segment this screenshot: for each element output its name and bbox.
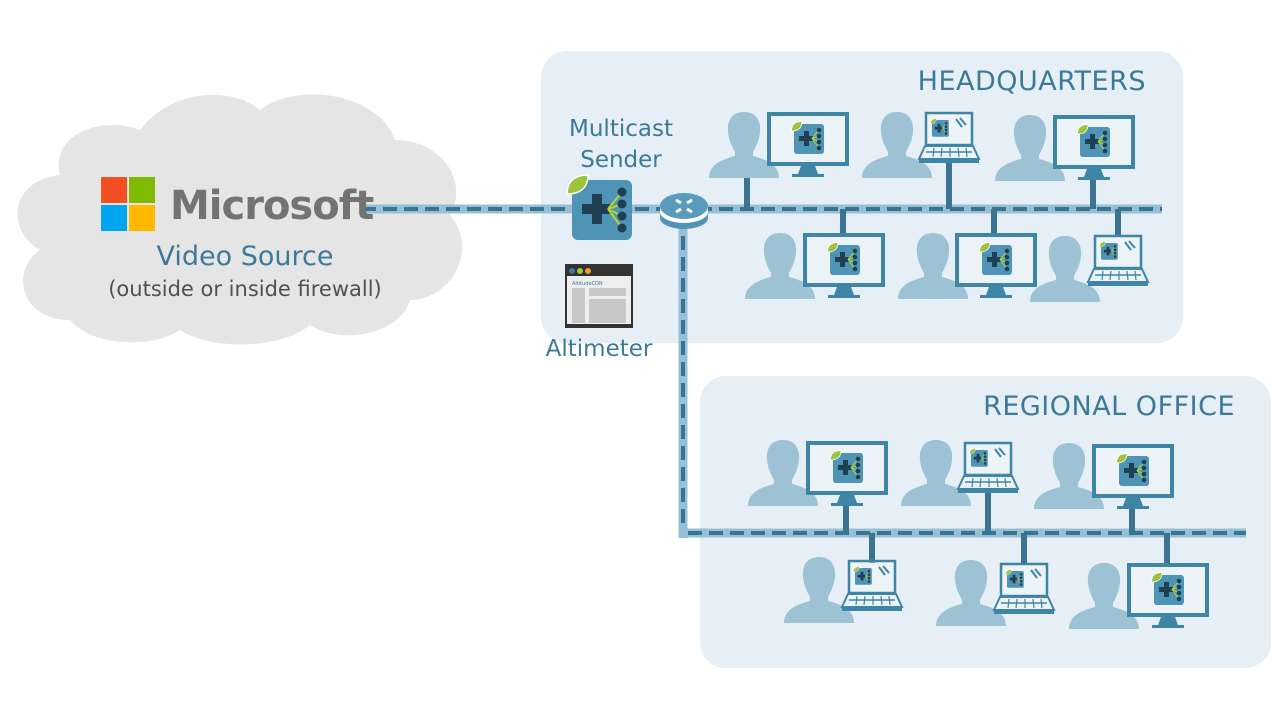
logo-square: [101, 177, 127, 203]
source-title: Video Source: [157, 241, 334, 272]
headquarters-title: HEADQUARTERS: [918, 66, 1146, 97]
source-brand: Microsoft: [170, 183, 374, 229]
logo-square: [101, 205, 127, 231]
logo-square: [129, 205, 155, 231]
laptop-icon: [919, 113, 979, 163]
network-links: [362, 158, 1246, 565]
sender-label-line2: Sender: [580, 147, 662, 173]
source-subtitle: (outside or inside firewall): [108, 277, 382, 301]
regional-office-title: REGIONAL OFFICE: [983, 391, 1235, 422]
router-icon[interactable]: [660, 193, 708, 229]
logo-square: [129, 177, 155, 203]
sender-label-line1: Multicast: [569, 116, 673, 142]
altimeter-window-icon[interactable]: AltitudeCDN: [565, 264, 633, 328]
multicast-sender-icon[interactable]: [566, 174, 633, 241]
laptop-icon: [994, 564, 1054, 614]
laptop-icon: [842, 561, 902, 611]
microsoft-logo: [101, 177, 155, 231]
laptop-icon: [958, 443, 1018, 493]
altimeter-window-brand: AltitudeCDN: [572, 281, 603, 287]
laptop-icon: [1088, 236, 1148, 286]
altimeter-label: Altimeter: [546, 336, 653, 362]
cloud-shape: [17, 94, 463, 345]
